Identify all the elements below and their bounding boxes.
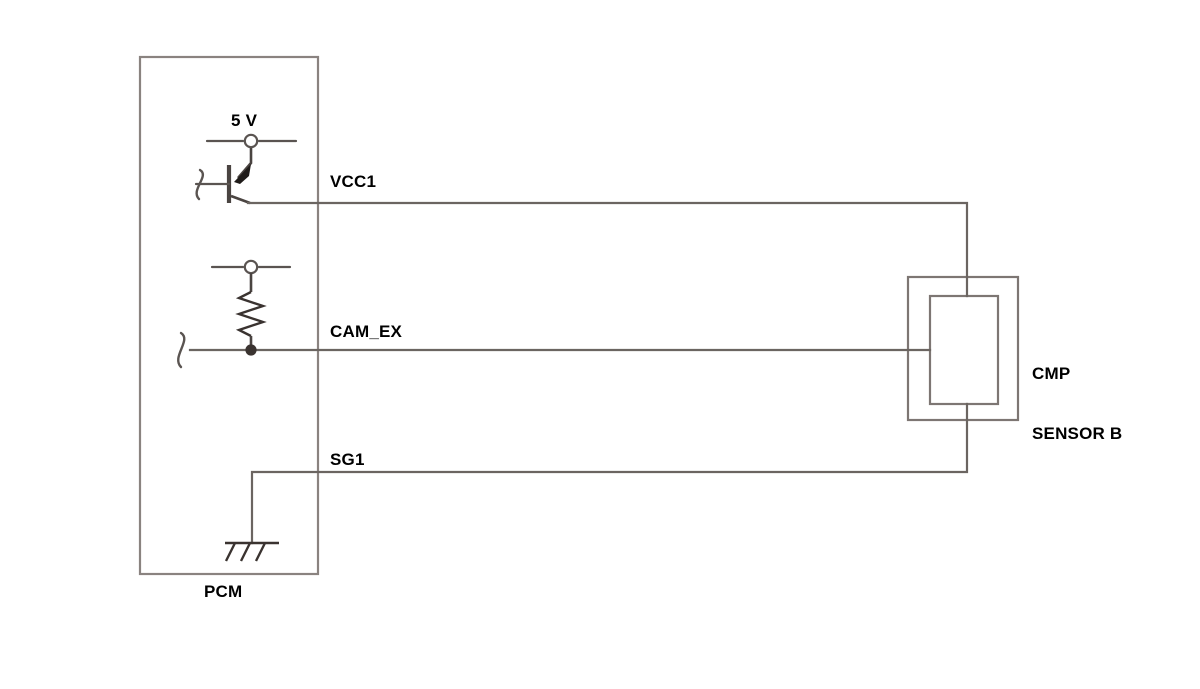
- base-wire-break-squiggle: [195, 168, 204, 201]
- sensor-inner-box: [928, 294, 1000, 406]
- resistor-zigzag-body: [235, 290, 267, 338]
- supply-voltage-label: 5 V: [231, 111, 258, 130]
- sensor-label-group: CMP SENSOR B: [1032, 324, 1122, 484]
- ground-hatch-3: [254, 542, 267, 562]
- resistor-node-circle: [243, 259, 259, 275]
- supply-node-circle: [243, 133, 259, 149]
- pcm-enclosure-box: [138, 55, 320, 576]
- sg1-wire: [250, 402, 969, 545]
- vcc1-label: VCC1: [330, 172, 377, 191]
- ground-hatch-2: [239, 542, 252, 562]
- sensor-label-line1: CMP: [1032, 364, 1071, 384]
- transistor-emitter-wire: [230, 194, 251, 205]
- transistor-collector-wire: [237, 148, 253, 179]
- sg1-label: SG1: [330, 450, 365, 469]
- pcm-label: PCM: [204, 582, 243, 601]
- sensor-label-line2: SENSOR B: [1032, 424, 1123, 444]
- cam-ex-label: CAM_EX: [330, 322, 403, 341]
- cam-ex-wire-break-squiggle: [177, 331, 186, 369]
- transistor-collector-arrow: [234, 164, 251, 184]
- sensor-outer-box: [906, 275, 1020, 422]
- vcc1-wire: [246, 201, 969, 298]
- ground-hatch-1: [224, 542, 237, 562]
- cam-ex-junction-dot: [245, 344, 257, 356]
